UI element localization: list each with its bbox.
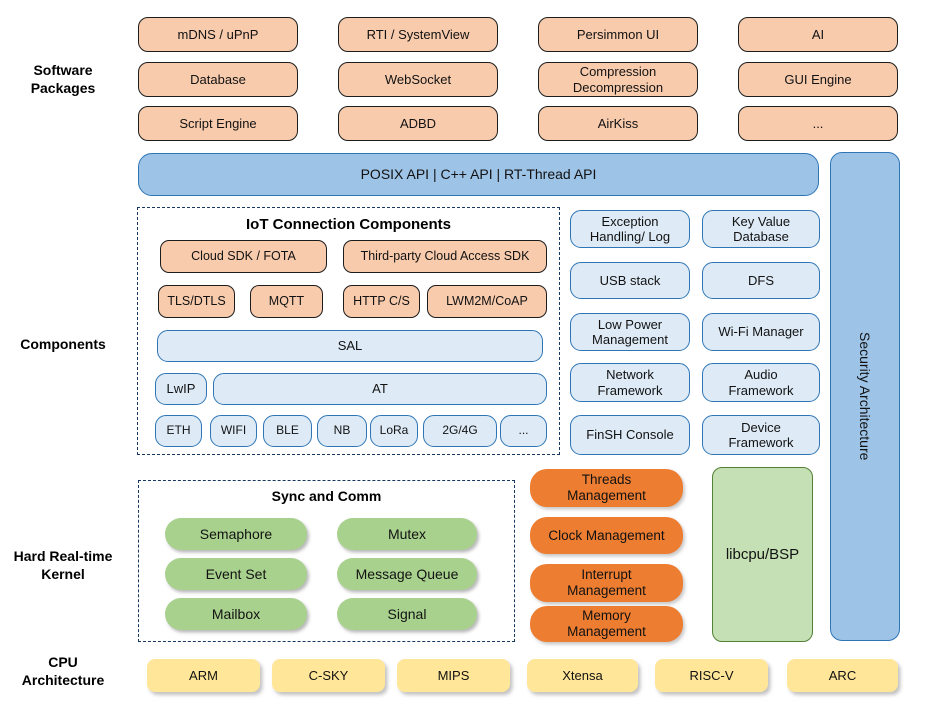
iot-net-lora: LoRa bbox=[370, 415, 418, 447]
api-bar: POSIX API | C++ API | RT-Thread API bbox=[138, 153, 819, 196]
kernel-threads-management: Threads Management bbox=[530, 469, 683, 507]
kernel-event-set: Event Set bbox=[165, 558, 307, 590]
iot-cloud-sdk-fota: Cloud SDK / FOTA bbox=[160, 240, 327, 273]
section-label-cpu-architecture: CPU Architecture bbox=[21, 654, 105, 688]
cpu-risc-v: RISC-V bbox=[655, 659, 768, 692]
cpu-mips: MIPS bbox=[397, 659, 510, 692]
iot-net-ble: BLE bbox=[263, 415, 312, 447]
package-ai: AI bbox=[738, 17, 898, 52]
component-key-value-database: Key Value Database bbox=[702, 210, 820, 248]
iot-mqtt: MQTT bbox=[250, 285, 323, 318]
package-compression: Compression Decompression bbox=[538, 62, 698, 97]
package-airkiss: AirKiss bbox=[538, 106, 698, 141]
package-gui-engine: GUI Engine bbox=[738, 62, 898, 97]
sync-and-comm-title: Sync and Comm bbox=[271, 488, 382, 504]
kernel-semaphore: Semaphore bbox=[165, 518, 307, 550]
component-dfs: DFS bbox=[702, 262, 820, 299]
iot-lwip: LwIP bbox=[155, 373, 207, 405]
component-exception-handling-log: Exception Handling/ Log bbox=[570, 210, 690, 248]
package-adbd: ADBD bbox=[338, 106, 498, 141]
iot-tls-dtls: TLS/DTLS bbox=[158, 285, 235, 318]
security-architecture-label: Security Architecture bbox=[857, 332, 874, 461]
package-rti-systemview: RTI / SystemView bbox=[338, 17, 498, 52]
package-websocket: WebSocket bbox=[338, 62, 498, 97]
kernel-signal: Signal bbox=[337, 598, 477, 630]
kernel-mutex: Mutex bbox=[337, 518, 477, 550]
kernel-mailbox: Mailbox bbox=[165, 598, 307, 630]
sync-and-comm-group bbox=[138, 480, 515, 642]
section-label-kernel: Hard Real-time Kernel bbox=[13, 548, 113, 582]
iot-net-2g4g: 2G/4G bbox=[423, 415, 497, 447]
iot-thirdparty-sdk: Third-party Cloud Access SDK bbox=[343, 240, 547, 273]
iot-sal: SAL bbox=[157, 330, 543, 362]
iot-net-eth: ETH bbox=[155, 415, 202, 447]
kernel-memory-management: Memory Management bbox=[530, 606, 683, 642]
component-low-power-management: Low Power Management bbox=[570, 313, 690, 351]
package-more: ... bbox=[738, 106, 898, 141]
iot-net-wifi: WIFI bbox=[210, 415, 257, 447]
section-label-software-packages: Software Packages bbox=[30, 62, 96, 96]
kernel-libcpu-bsp: libcpu/BSP bbox=[712, 467, 813, 642]
component-wifi-manager: Wi-Fi Manager bbox=[702, 313, 820, 351]
iot-at: AT bbox=[213, 373, 547, 405]
cpu-arm: ARM bbox=[147, 659, 260, 692]
kernel-interrupt-management: Interrupt Management bbox=[530, 564, 683, 602]
cpu-c-sky: C-SKY bbox=[272, 659, 385, 692]
component-device-framework: Device Framework bbox=[702, 415, 820, 455]
component-usb-stack: USB stack bbox=[570, 262, 690, 299]
package-database: Database bbox=[138, 62, 298, 97]
iot-net-more: ... bbox=[500, 415, 547, 447]
iot-connection-components-group bbox=[137, 207, 560, 455]
section-label-components: Components bbox=[20, 336, 106, 352]
security-architecture-bar: Security Architecture bbox=[830, 152, 900, 641]
component-audio-framework: Audio Framework bbox=[702, 363, 820, 402]
cpu-arc: ARC bbox=[787, 659, 898, 692]
component-finsh-console: FinSH Console bbox=[570, 415, 690, 455]
iot-net-nb: NB bbox=[317, 415, 367, 447]
iot-lwm2m-coap: LWM2M/CoAP bbox=[427, 285, 547, 318]
kernel-message-queue: Message Queue bbox=[337, 558, 477, 590]
iot-group-title: IoT Connection Components bbox=[246, 216, 451, 233]
iot-http-cs: HTTP C/S bbox=[343, 285, 420, 318]
package-script-engine: Script Engine bbox=[138, 106, 298, 141]
package-mdns-upnp: mDNS / uPnP bbox=[138, 17, 298, 52]
component-network-framework: Network Framework bbox=[570, 363, 690, 402]
cpu-xtensa: Xtensa bbox=[527, 659, 638, 692]
kernel-clock-management: Clock Management bbox=[530, 517, 683, 554]
package-persimmon-ui: Persimmon UI bbox=[538, 17, 698, 52]
